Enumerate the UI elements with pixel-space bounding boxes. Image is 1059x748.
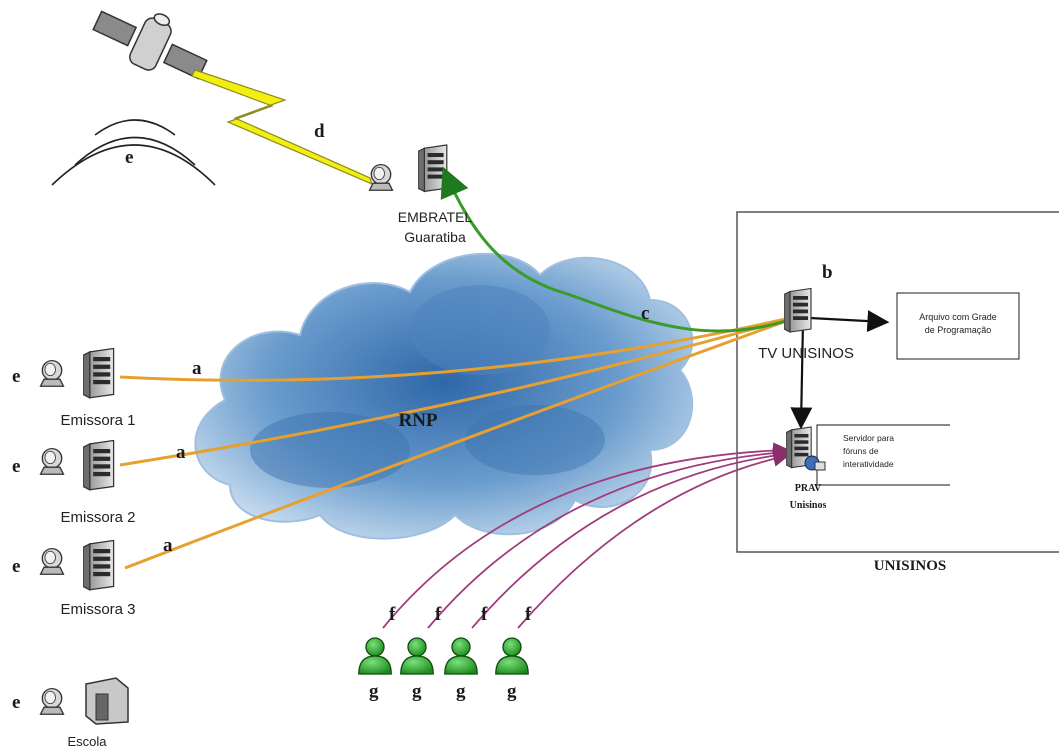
embratel-label-1: EMBRATEL <box>398 209 473 225</box>
letter-e-4: e <box>12 692 20 713</box>
user-icon-4 <box>495 637 529 675</box>
letter-g-4: g <box>507 681 517 702</box>
user-icon-3 <box>444 637 478 675</box>
letter-a-3: a <box>163 535 173 556</box>
tv-unisinos-label: TV UNISINOS <box>758 345 854 362</box>
letter-f-1: f <box>389 604 396 625</box>
prav-server-icon <box>786 426 826 471</box>
link-c <box>440 166 804 333</box>
servidor-label-3: interatividade <box>843 459 894 469</box>
letter-d: d <box>314 121 325 142</box>
letter-g-3: g <box>456 681 466 702</box>
emissora2-label: Emissora 2 <box>60 509 135 526</box>
rnp-cloud <box>194 252 694 540</box>
letter-f-3: f <box>481 604 488 625</box>
escola-building-icon <box>85 677 129 725</box>
emissora1-server-icon <box>83 348 115 399</box>
user-icon-2 <box>400 637 434 675</box>
emissora1-label: Emissora 1 <box>60 412 135 429</box>
emissora2-server-icon <box>83 440 115 491</box>
letter-e-sat: e <box>125 147 133 168</box>
emissora3-dish-icon <box>39 547 65 575</box>
letter-g-1: g <box>369 681 379 702</box>
arrow-to-prav <box>790 321 813 430</box>
letter-a-1: a <box>192 358 202 379</box>
user-icon-1 <box>358 637 392 675</box>
prav-label-1: PRAV <box>795 483 822 494</box>
prav-label-2: Unisinos <box>790 500 827 511</box>
unisinos-boundary <box>736 211 1059 553</box>
letter-a-2: a <box>176 442 186 463</box>
embratel-server-icon <box>418 144 448 193</box>
lightning-link-d <box>191 69 373 186</box>
escola-dish-icon <box>39 687 65 715</box>
tv-unisinos-server-icon <box>784 288 812 333</box>
letter-f-4: f <box>525 604 532 625</box>
letter-e-1: e <box>12 366 20 387</box>
arrow-to-arquivo <box>809 310 890 333</box>
arquivo-label-2: de Programação <box>925 325 992 335</box>
letter-e-2: e <box>12 456 20 477</box>
emissora1-dish-icon <box>39 359 65 387</box>
escola-label: Escola <box>67 734 107 748</box>
emissora3-label: Emissora 3 <box>60 601 135 618</box>
broadcast-waves-icon <box>51 119 216 186</box>
servidor-label-1: Servidor para <box>843 433 894 443</box>
emissora3-server-icon <box>83 540 115 591</box>
letter-c: c <box>641 303 649 324</box>
letter-e-3: e <box>12 556 20 577</box>
links-f <box>382 442 790 629</box>
letter-b: b <box>822 262 833 283</box>
unisinos-label: UNISINOS <box>874 558 947 574</box>
rnp-label: RNP <box>398 410 437 431</box>
servidor-label-2: fóruns de <box>843 446 879 456</box>
emissora2-dish-icon <box>39 447 65 475</box>
arquivo-box <box>896 292 1020 360</box>
links-a <box>119 313 804 570</box>
letter-g-2: g <box>412 681 422 702</box>
arquivo-label-1: Arquivo com Grade <box>919 312 997 322</box>
embratel-dish-icon <box>368 163 394 191</box>
letter-f-2: f <box>435 604 442 625</box>
embratel-label-2: Guaratiba <box>404 229 466 245</box>
servidor-box <box>816 424 950 486</box>
